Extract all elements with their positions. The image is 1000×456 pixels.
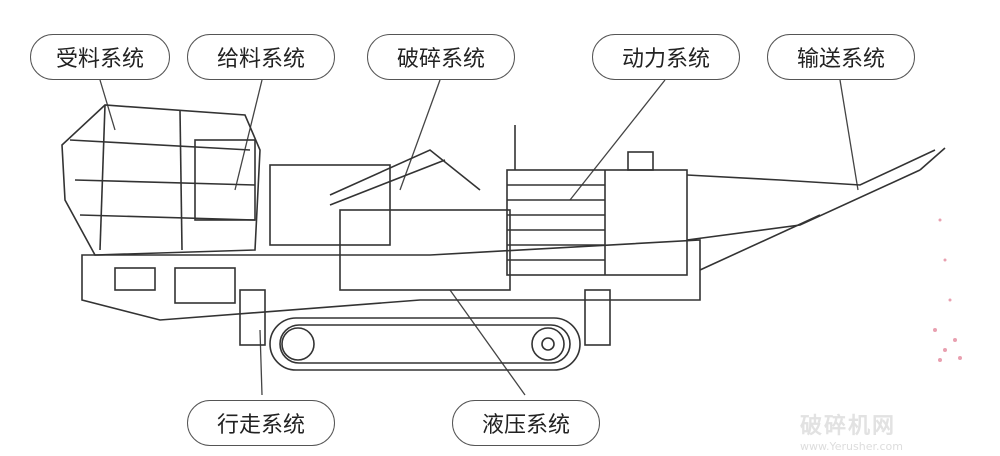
watermark: 破碎机网 www.Yerusher.com (800, 408, 903, 453)
material-dots (933, 218, 962, 362)
leader-lines (99, 79, 859, 396)
label-power-system: 动力系统 (592, 34, 740, 80)
label-hydraulic-system: 液压系统 (452, 400, 600, 446)
discharge-conveyor (686, 147, 946, 271)
label-crushing-system: 破碎系统 (367, 34, 515, 80)
label-conveying-system: 输送系统 (767, 34, 915, 80)
label-traveling-system: 行走系统 (187, 400, 335, 446)
label-feeding-system: 给料系统 (187, 34, 335, 80)
watermark-title: 破碎机网 (800, 414, 897, 439)
power-unit (506, 125, 688, 276)
watermark-url: www.Yerusher.com (800, 440, 903, 453)
crawler-track (269, 317, 581, 371)
crusher-unit (269, 149, 511, 291)
hopper (61, 104, 261, 256)
label-receiving-system: 受料系统 (30, 34, 170, 80)
chassis (81, 239, 701, 346)
